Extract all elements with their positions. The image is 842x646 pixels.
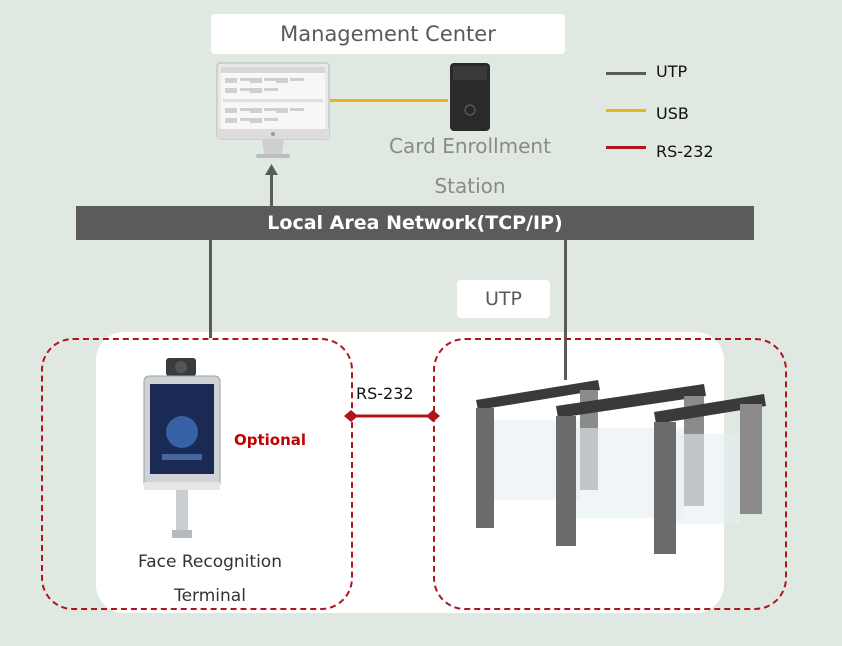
legend-utp-label: UTP <box>656 62 688 81</box>
utp-label: UTP <box>457 280 550 318</box>
rs232-connection-line <box>344 410 440 422</box>
card-enrollment-label-line1: Card Enrollment <box>389 134 551 158</box>
card-enrollment-label-line2: Station <box>434 174 506 198</box>
turnstile-gates-icon <box>476 380 766 554</box>
legend: UTP USB RS-232 <box>606 62 746 172</box>
monitor-lan-connector <box>270 170 273 206</box>
card-reader-icon <box>450 63 490 131</box>
face-terminal-caption-line2: Terminal <box>174 586 246 606</box>
legend-rs232-label: RS-232 <box>656 142 714 161</box>
face-terminal-frame <box>41 338 353 610</box>
rs232-label: RS-232 <box>356 384 414 403</box>
utp-line-turnstile <box>564 240 567 380</box>
computer-monitor-icon <box>216 62 330 158</box>
legend-utp-swatch <box>606 72 646 75</box>
utp-line-terminal <box>209 240 212 338</box>
arrow-up-icon <box>265 164 278 175</box>
turnstile-frame <box>433 338 787 610</box>
management-center-title: Management Center <box>211 14 565 54</box>
lan-bar: Local Area Network(TCP/IP) <box>76 206 754 240</box>
optional-label: Optional <box>234 431 307 449</box>
legend-rs232-swatch <box>606 146 646 149</box>
legend-usb-label: USB <box>656 104 689 123</box>
usb-connection-line <box>330 99 448 102</box>
face-terminal-caption-line1: Face Recognition <box>138 552 282 572</box>
face-terminal-icon <box>143 358 221 538</box>
legend-usb-swatch <box>606 109 646 112</box>
